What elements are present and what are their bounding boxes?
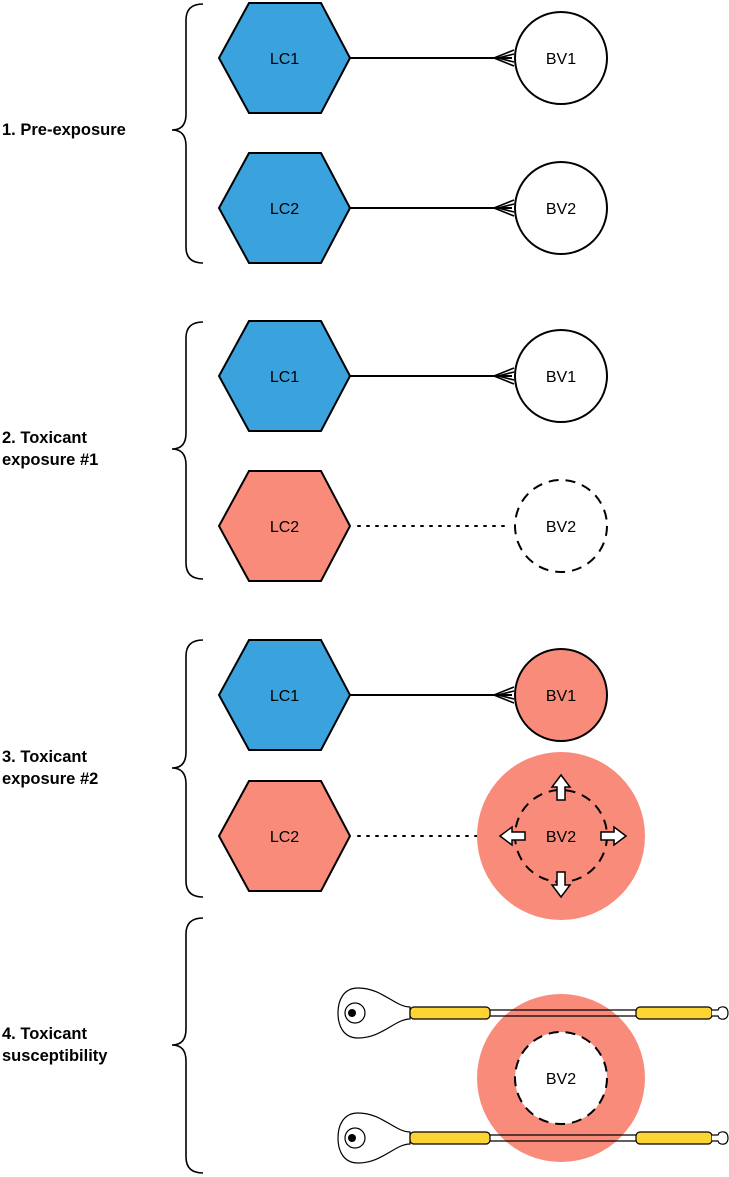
crowfoot-icon (493, 49, 515, 67)
stage-3-brace (171, 639, 204, 898)
lc-hexagon (217, 470, 352, 582)
lc-hexagon (217, 2, 352, 114)
bv-circle-dashed (514, 1031, 608, 1125)
crowfoot-icon (493, 367, 515, 385)
stage-3-label-line-2: exposure #2 (2, 770, 99, 788)
lc-hexagon (217, 320, 352, 432)
nucleolus-icon (348, 1134, 356, 1142)
stage-1-brace (171, 3, 204, 264)
neuron-soma (337, 1112, 411, 1164)
arrow-right-icon (600, 825, 628, 847)
crowfoot-icon (493, 686, 515, 704)
nucleolus-icon (348, 1009, 356, 1017)
lc-label: LC2 (270, 519, 299, 536)
stage-2-label-line-1: 2. Toxicant (2, 429, 87, 447)
lc-hexagon (217, 639, 352, 751)
lc-label: LC1 (270, 51, 299, 68)
myelin-segment (635, 1131, 713, 1145)
neuron-1 (337, 987, 729, 1039)
stage-3-label-line-1: 3. Toxicant (2, 748, 87, 766)
stage-1-label: 1. Pre-exposure (2, 119, 162, 141)
bv-expansion-halo (477, 752, 645, 920)
stage-1-row-1: LC1 BV1 (217, 2, 608, 114)
crowfoot-icon (493, 199, 515, 217)
arrow-left-icon (498, 825, 526, 847)
stage-4-label-line-1: 4. Toxicant (2, 1025, 87, 1043)
myelin-segment (409, 1131, 491, 1145)
stage-2-row-1: LC1 BV1 (217, 320, 608, 432)
stage-2-row-2: LC2 BV2 (217, 470, 608, 582)
bv-circle (514, 11, 608, 105)
myelin-segment (635, 1006, 713, 1020)
lc-hexagon (217, 780, 352, 892)
bv-label: BV1 (546, 369, 576, 386)
lc-label: LC1 (270, 688, 299, 705)
lc-label: LC1 (270, 369, 299, 386)
stage-2-label: 2. Toxicant exposure #1 (2, 427, 162, 471)
myelin-segment (409, 1006, 491, 1020)
bv-label: BV2 (546, 1071, 576, 1088)
stage-3-row-2: LC2 BV2 (217, 752, 645, 920)
bv-label: BV2 (546, 201, 576, 218)
arrow-down-icon (550, 871, 572, 899)
neuron-2 (337, 1112, 729, 1164)
stage-2-brace (171, 321, 204, 580)
lc-hexagon (217, 152, 352, 264)
lc-label: LC2 (270, 829, 299, 846)
bv-label: BV2 (546, 519, 576, 536)
bv-circle-dashed (514, 479, 608, 573)
stage-4-brace (171, 917, 204, 1174)
stage-4-label: 4. Toxicant susceptibility (2, 1023, 162, 1067)
stage-1-label-line-1: 1. Pre-exposure (2, 121, 126, 139)
stage-1-row-2: LC2 BV2 (217, 152, 608, 264)
bv-label: BV1 (546, 688, 576, 705)
axon-terminal-icon (712, 1006, 729, 1020)
stage-3-row-1: LC1 BV1 (217, 639, 608, 751)
bv-circle (514, 161, 608, 255)
bv-label: BV1 (546, 51, 576, 68)
arrow-up-icon (550, 773, 572, 801)
bv-circle (514, 329, 608, 423)
lc-label: LC2 (270, 201, 299, 218)
axon-terminal-icon (712, 1131, 729, 1145)
bv-circle-affected (514, 648, 608, 742)
stage-3-label: 3. Toxicant exposure #2 (2, 746, 162, 790)
neuron-soma (337, 987, 411, 1039)
bv-label: BV2 (546, 829, 576, 846)
stage-4-label-line-2: susceptibility (2, 1047, 108, 1065)
stage-4-content: BV2 (337, 987, 729, 1164)
stage-2-label-line-2: exposure #1 (2, 451, 99, 469)
